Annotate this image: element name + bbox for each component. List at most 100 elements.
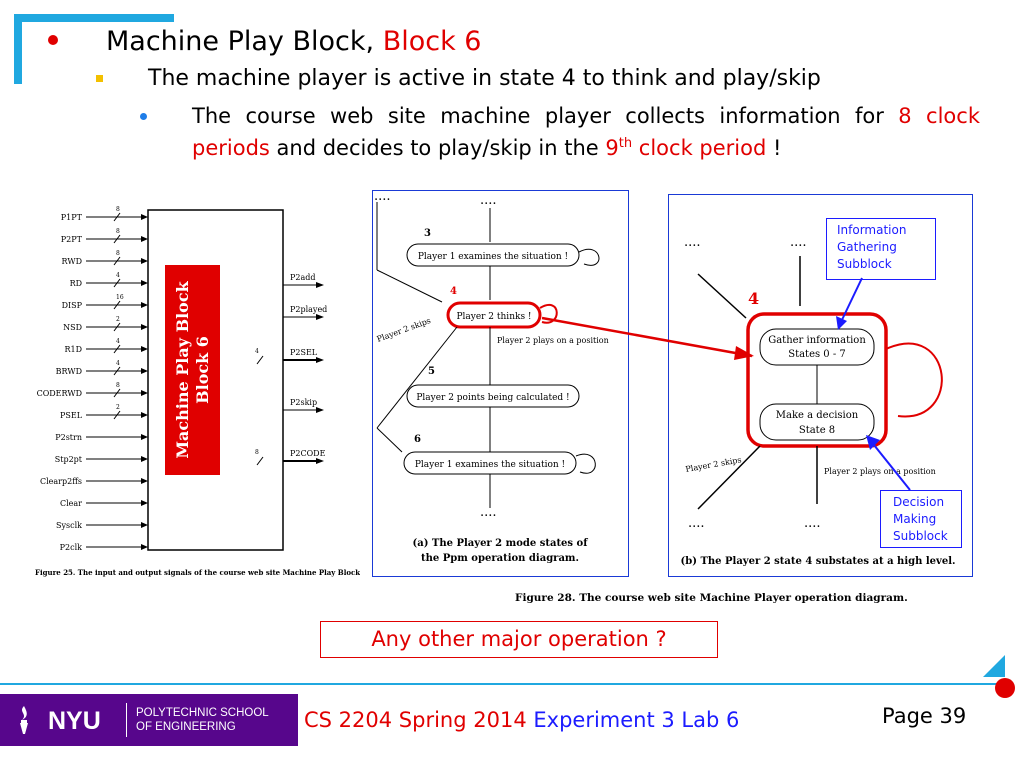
page-number: Page 39: [882, 704, 967, 728]
bullet-level3: The course web site machine player colle…: [140, 102, 980, 162]
input-arrow-icon: [141, 346, 148, 352]
output-signal: P2add: [283, 273, 324, 288]
corner-decoration-top: [14, 14, 174, 22]
diagram-b-gather-1: Gather information: [768, 335, 866, 346]
bus-slash-icon: [113, 388, 121, 398]
input-signal-label: DISP: [62, 301, 83, 310]
bullet-dot-icon: [48, 35, 58, 45]
bus-width-label: 8: [255, 449, 259, 456]
bullet3-highlight-b: 9: [605, 136, 619, 160]
input-signal: P2PT 8: [61, 228, 148, 244]
diagram-a-play-label: Player 2 plays on a position: [497, 336, 609, 345]
block-title-1: Machine Play Block: [173, 280, 192, 458]
diagram-b-dots-3: ....: [688, 516, 705, 531]
input-signal-label: Sysclk: [56, 521, 82, 530]
input-signal: CODERWD 8: [37, 382, 148, 398]
output-signal-label: P2played: [290, 305, 327, 314]
output-signal-label: P2SEL: [290, 348, 318, 357]
diagram-a-dots-1: ....: [374, 190, 391, 204]
output-signal-label: P2skip: [290, 398, 317, 407]
diagram-b-caption: (b) The Player 2 state 4 substates at a …: [681, 556, 956, 567]
corner-decoration-side: [14, 14, 22, 84]
diagram-a-state4-box: Player 2 thinks !: [456, 312, 531, 322]
bullet3-text-c: !: [766, 136, 782, 160]
input-arrow-icon: [141, 456, 148, 462]
input-signal-label: PSEL: [60, 411, 83, 420]
input-signal: Stp2pt: [55, 455, 148, 464]
output-signal: P2SEL 4: [255, 348, 324, 365]
diagram-a-dots-2: ....: [480, 193, 497, 208]
bus-width-label: 8: [116, 228, 120, 235]
diagram-a-state4-label: 4: [450, 286, 457, 297]
diagram-a-caption-2: the Ppm operation diagram.: [421, 553, 579, 564]
input-signal-label: CODERWD: [37, 389, 82, 398]
bullet-dot-icon: [140, 113, 147, 120]
input-arrow-icon: [141, 412, 148, 418]
connector-arrow: [541, 316, 754, 360]
bus-width-label: 4: [116, 338, 120, 345]
input-signal-label: Clearp2ffs: [40, 477, 82, 486]
diagram-a-state6-box: Player 1 examines the situation !: [415, 460, 565, 470]
output-arrow-icon: [316, 314, 324, 320]
input-signal: P2clk: [60, 543, 148, 552]
input-arrow-icon: [141, 280, 148, 286]
diagram-a: .... .... 3 Player 1 examines the situat…: [372, 190, 629, 577]
logo-school-line2: OF ENGINEERING: [136, 721, 236, 733]
diagram-a-state6-label: 6: [414, 434, 421, 445]
input-arrow-icon: [141, 302, 148, 308]
diagram-a-state3-box: Player 1 examines the situation !: [418, 252, 568, 262]
footer-divider-line: [0, 683, 1000, 685]
corner-decoration-bottom-right: [983, 655, 1015, 698]
callout-info-line2: Gathering: [837, 240, 897, 254]
output-signal: P2skip: [283, 398, 324, 413]
bullet3-text-b: and decides to play/skip in the: [269, 136, 606, 160]
bullet3-highlight-c: clock period: [632, 136, 767, 160]
bullet-level2-text: The machine player is active in state 4 …: [148, 66, 821, 91]
diagram-b-dots-2: ....: [790, 235, 807, 250]
output-arrow-icon: [316, 407, 324, 413]
bus-slash-icon: [113, 212, 121, 222]
output-signal-label: P2CODE: [290, 449, 326, 458]
input-signal-label: RWD: [62, 257, 82, 266]
logo-school-text: POLYTECHNIC SCHOOL OF ENGINEERING: [136, 706, 269, 734]
bus-slash-icon: [113, 322, 121, 332]
logo-nyu-text: NYU: [48, 707, 101, 735]
bullet3-superscript: th: [618, 136, 633, 151]
logo-school-line1: POLYTECHNIC SCHOOL: [136, 707, 269, 719]
bus-slash-icon: [113, 366, 121, 376]
input-signal-label: BRWD: [56, 367, 82, 376]
logo-divider: [126, 703, 127, 737]
input-signal: P2strn: [55, 433, 148, 442]
slide-title-highlight: Block 6: [382, 26, 482, 57]
bus-width-label: 4: [255, 348, 259, 355]
diagram-a-state3-label: 3: [424, 228, 431, 239]
bullet3-text-a: The course web site machine player colle…: [192, 104, 899, 128]
input-signal-label: P2clk: [60, 543, 83, 552]
input-signal: R1D 4: [64, 338, 148, 354]
bus-slash-icon: [113, 344, 121, 354]
diagram-b-dots-1: ....: [684, 235, 701, 250]
callout-info-line3: Subblock: [837, 257, 892, 271]
bus-width-label: 2: [116, 316, 120, 323]
bus-width-label: 2: [116, 404, 120, 411]
input-arrow-icon: [141, 368, 148, 374]
output-signal-label: P2add: [290, 273, 315, 282]
block-title-2: Block 6: [193, 336, 212, 404]
input-arrow-icon: [141, 500, 148, 506]
question-box: Any other major operation ?: [320, 621, 718, 658]
bus-width-label: 4: [116, 360, 120, 367]
input-signal: NSD 2: [63, 316, 148, 332]
callout-decision-line3: Subblock: [893, 529, 948, 543]
bus-width-label: 8: [116, 382, 120, 389]
bus-slash-icon: [113, 256, 121, 266]
input-signal-label: P2PT: [61, 235, 83, 244]
input-arrow-icon: [141, 214, 148, 220]
input-signal-label: NSD: [63, 323, 82, 332]
diagram-b-gather-2: States 0 - 7: [788, 349, 846, 360]
input-signal: PSEL 2: [60, 404, 148, 420]
input-signal: RD4: [70, 272, 148, 288]
info-gathering-callout: Information Gathering Subblock: [826, 218, 936, 280]
input-signal-label: R1D: [64, 345, 82, 354]
